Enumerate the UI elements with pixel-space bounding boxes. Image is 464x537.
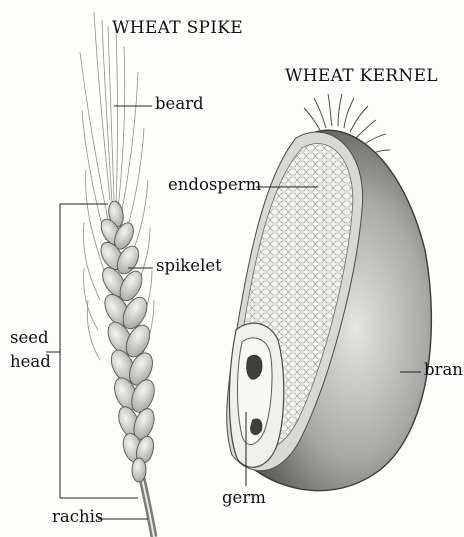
label-seed: seed <box>10 330 49 347</box>
label-beard: beard <box>155 96 204 113</box>
title-wheat-kernel: WHEAT KERNEL <box>285 68 438 85</box>
label-head: head <box>10 354 51 371</box>
wheat-kernel <box>227 94 432 491</box>
label-rachis: rachis <box>52 509 103 526</box>
germ-region <box>229 323 283 467</box>
label-germ: germ <box>222 490 266 507</box>
title-wheat-spike: WHEAT SPIKE <box>112 20 243 37</box>
wheat-spike <box>80 12 159 537</box>
label-spikelet: spikelet <box>156 258 222 275</box>
label-bran: bran <box>424 362 463 379</box>
label-endosperm: endosperm <box>168 177 261 194</box>
